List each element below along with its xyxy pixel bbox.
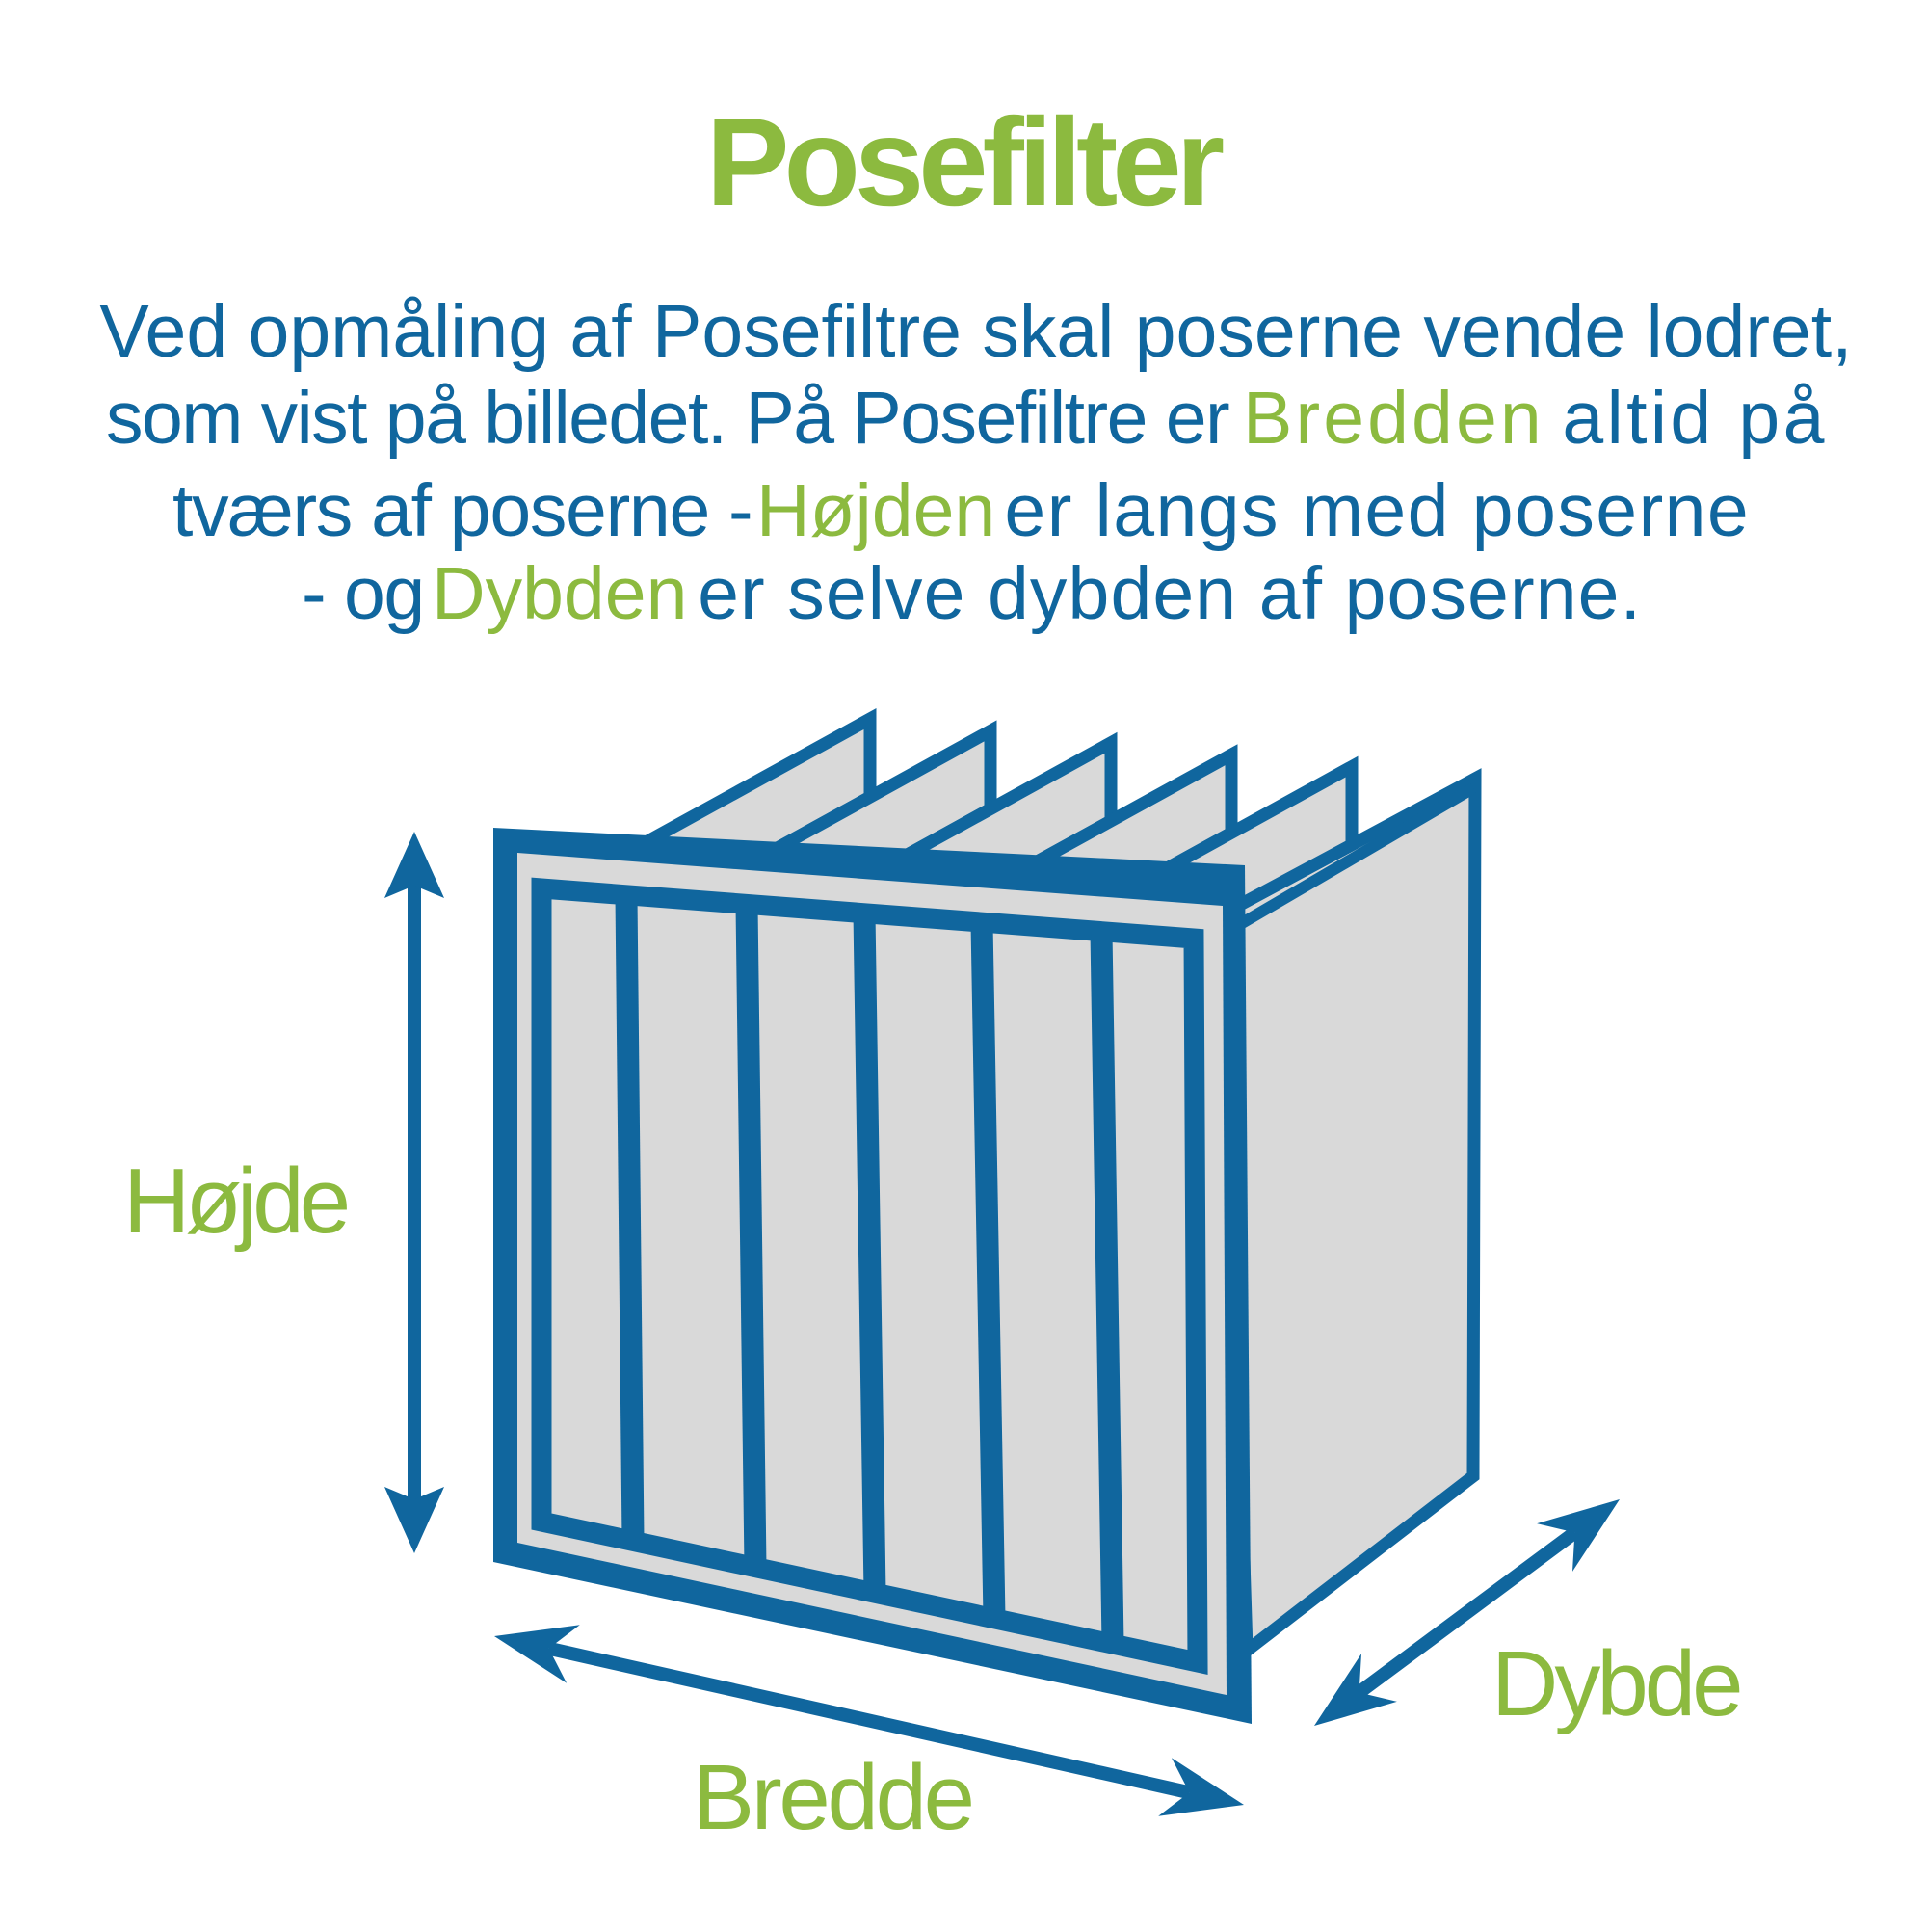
svg-text:Posefilter: Posefilter	[706, 92, 1224, 232]
svg-text:Dybde: Dybde	[1491, 1632, 1740, 1735]
svg-text:Højde: Højde	[123, 1150, 348, 1253]
svg-text:Bredde: Bredde	[693, 1746, 972, 1849]
svg-text:som vist på billedet. På Posef: som vist på billedet. På Posefiltre erBr…	[106, 377, 1828, 460]
svg-text:Ved opmåling af Posefiltre ska: Ved opmåling af Posefiltre skal poserne …	[99, 290, 1852, 373]
svg-text:tværs af poserne -Højden er la: tværs af poserne -Højden er langs med po…	[172, 469, 1750, 552]
